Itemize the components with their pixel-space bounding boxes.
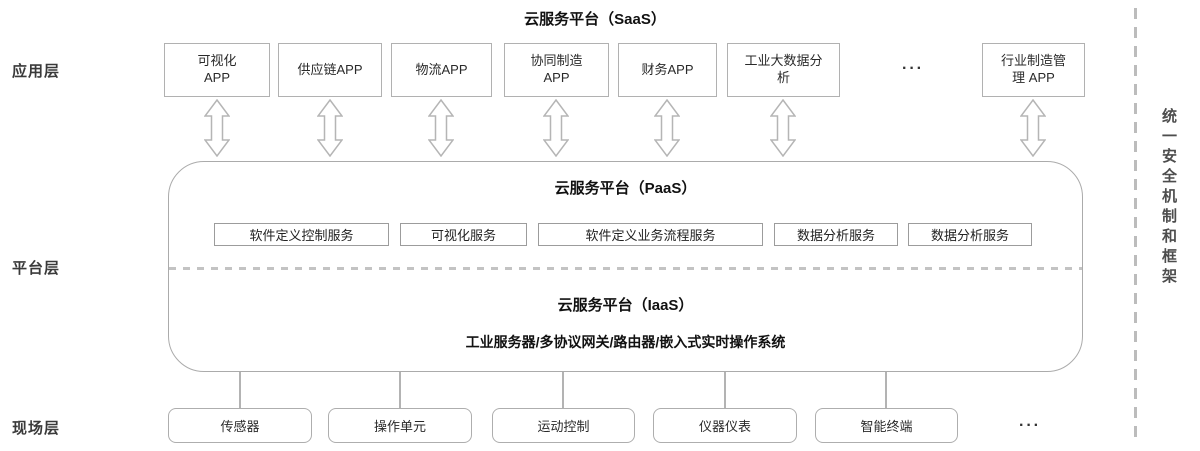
security-note-vertical-text: 统一安全机制和框架 xyxy=(1160,108,1177,288)
iaas-infrastructure-text: 工业服务器/多协议网关/路由器/嵌入式实时操作系统 xyxy=(465,334,786,350)
app-box-supply-chain: 供应链APP xyxy=(278,43,382,97)
layer-label-application: 应用层 xyxy=(12,63,61,80)
app-box-industrial-big-data: 工业大数据分 析 xyxy=(727,43,840,97)
iaas-title: 云服务平台（IaaS） xyxy=(557,297,694,314)
layer-label-platform: 平台层 xyxy=(12,260,61,277)
device-box-operation-unit: 操作单元 xyxy=(328,408,472,443)
connector-line xyxy=(885,372,887,408)
app-box-collab-manufacturing: 协同制造 APP xyxy=(504,43,609,97)
device-box-sensor: 传感器 xyxy=(168,408,312,443)
layer-label-field: 现场层 xyxy=(12,420,61,437)
paas-title: 云服务平台（PaaS） xyxy=(554,180,697,197)
up-down-arrow-icon xyxy=(428,99,454,157)
connector-line xyxy=(724,372,726,408)
device-box-smart-terminal: 智能终端 xyxy=(815,408,958,443)
up-down-arrow-icon xyxy=(770,99,796,157)
security-dashed-line xyxy=(1134,8,1137,445)
up-down-arrow-icon xyxy=(204,99,230,157)
app-box-visualization: 可视化 APP xyxy=(164,43,270,97)
app-box-finance: 财务APP xyxy=(618,43,717,97)
service-box-data-analysis-2: 数据分析服务 xyxy=(908,223,1032,246)
connector-line xyxy=(562,372,564,408)
device-box-motion-control: 运动控制 xyxy=(492,408,635,443)
up-down-arrow-icon xyxy=(654,99,680,157)
up-down-arrow-icon xyxy=(543,99,569,157)
service-box-software-defined-control: 软件定义控制服务 xyxy=(214,223,389,246)
up-down-arrow-icon xyxy=(1020,99,1046,157)
paas-iaas-divider xyxy=(169,267,1082,270)
paas-iaas-container: 云服务平台（PaaS） 软件定义控制服务 可视化服务 软件定义业务流程服务 数据… xyxy=(168,161,1083,372)
service-box-visualization-service: 可视化服务 xyxy=(400,223,527,246)
up-down-arrow-icon xyxy=(317,99,343,157)
ellipsis-devices: ··· xyxy=(1019,417,1041,434)
app-box-logistics: 物流APP xyxy=(391,43,492,97)
app-box-industry-mfg-mgmt: 行业制造管 理 APP xyxy=(982,43,1085,97)
connector-line xyxy=(239,372,241,408)
service-box-business-process-service: 软件定义业务流程服务 xyxy=(538,223,763,246)
ellipsis-apps: ··· xyxy=(902,60,924,77)
service-box-data-analysis-1: 数据分析服务 xyxy=(774,223,898,246)
diagram-title: 云服务平台（SaaS） xyxy=(524,11,666,28)
connector-line xyxy=(399,372,401,408)
device-box-instrumentation: 仪器仪表 xyxy=(653,408,797,443)
